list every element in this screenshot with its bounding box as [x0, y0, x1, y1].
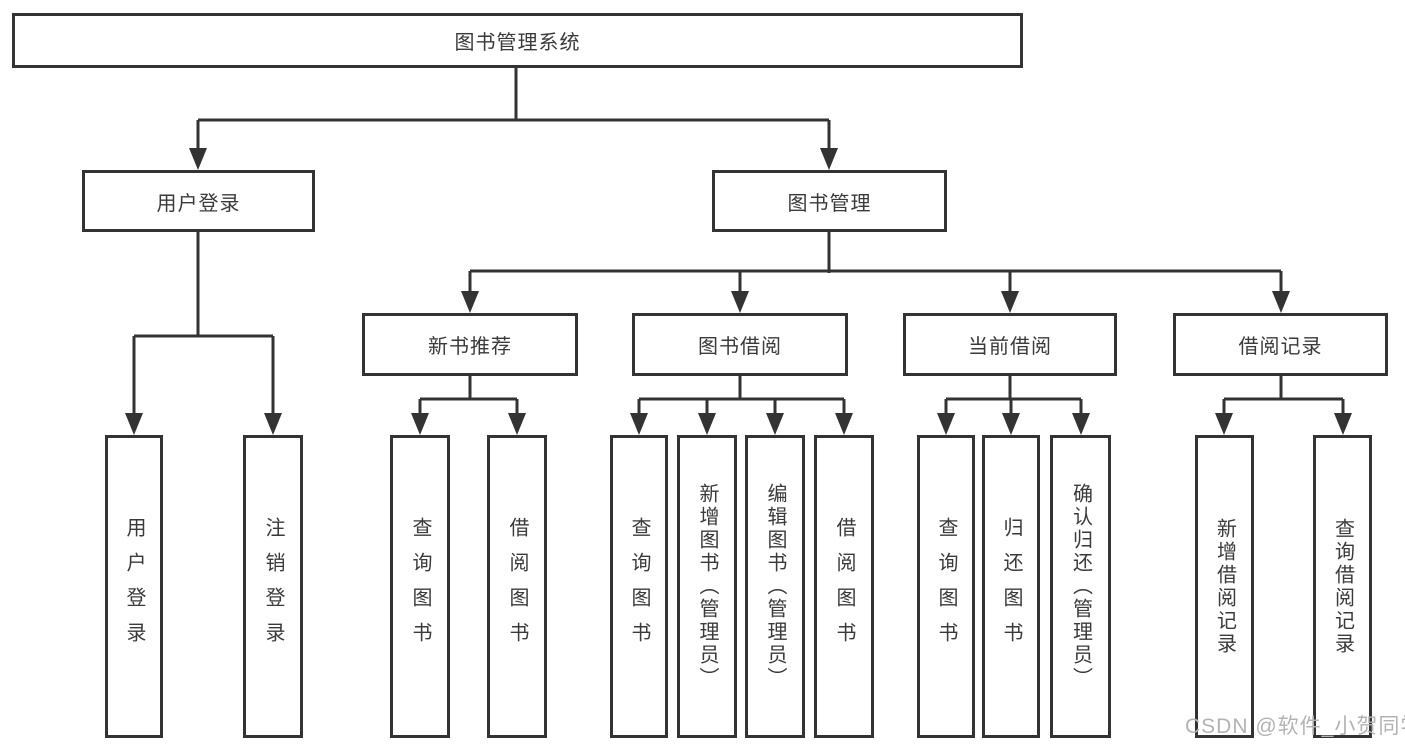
leaf-node: 归还图书	[982, 435, 1040, 738]
arrow-down-icon	[461, 291, 479, 313]
node-current-borrow: 当前借阅	[903, 313, 1117, 376]
arrow-down-icon	[508, 413, 526, 435]
arrow-down-icon	[820, 148, 838, 170]
leaf-node: 查询图书	[610, 435, 668, 738]
arrow-down-icon	[1334, 413, 1352, 435]
node-book-borrow: 图书借阅	[632, 313, 848, 376]
leaf-label: 新增借阅记录	[1213, 517, 1236, 656]
arrow-down-icon	[1002, 413, 1020, 435]
node-label: 图书管理	[787, 192, 872, 215]
arrow-down-icon	[835, 413, 853, 435]
arrow-down-icon	[630, 413, 648, 435]
leaf-node: 借阅图书	[487, 435, 547, 738]
arrow-down-icon	[1072, 413, 1090, 435]
leaf-label: 查询借阅记录	[1331, 517, 1354, 656]
arrow-down-icon	[766, 413, 784, 435]
arrow-down-icon	[411, 413, 429, 435]
leaf-node: 注销登录	[243, 435, 303, 738]
arrowhead-icons	[125, 148, 1352, 435]
leaf-label: 查询图书	[628, 516, 650, 657]
leaf-label: 借阅图书	[833, 516, 855, 657]
node-label: 借阅记录	[1238, 336, 1323, 358]
arrow-down-icon	[698, 413, 716, 435]
leaf-label: 注销登录	[262, 516, 284, 657]
leaf-label: 编辑图书（管理员）	[764, 483, 786, 690]
leaf-label: 归还图书	[1000, 516, 1022, 657]
node-label: 新书推荐	[428, 336, 512, 358]
leaf-node: 编辑图书（管理员）	[745, 435, 805, 738]
leaf-label: 查询图书	[935, 516, 957, 657]
leaf-label: 确认归还（管理员）	[1069, 483, 1092, 690]
leaf-node: 借阅图书	[814, 435, 874, 738]
leaf-node: 新增借阅记录	[1195, 435, 1254, 738]
leaf-label: 借阅图书	[506, 516, 528, 657]
csdn-watermark: CSDN @软件_小贺同学	[1185, 715, 1405, 738]
connector-path	[132, 68, 1345, 416]
node-new-book-recommend: 新书推荐	[362, 313, 578, 376]
leaf-node: 新增图书（管理员）	[677, 435, 737, 738]
node-user-login: 用户登录	[82, 170, 315, 232]
arrow-down-icon	[1001, 291, 1019, 313]
leaf-label: 查询图书	[409, 516, 431, 657]
leaf-node: 确认归还（管理员）	[1050, 435, 1111, 738]
leaf-node: 查询图书	[917, 435, 975, 738]
node-book-management: 图书管理	[712, 170, 947, 232]
node-label: 当前借阅	[968, 336, 1052, 358]
arrow-down-icon	[937, 413, 955, 435]
leaf-label: 用户登录	[123, 516, 145, 657]
arrow-down-icon	[189, 148, 207, 170]
node-label: 图书管理系统	[454, 32, 581, 54]
arrow-down-icon	[731, 291, 749, 313]
arrow-down-icon	[1215, 413, 1233, 435]
arrow-down-icon	[1272, 291, 1290, 313]
node-root-system: 图书管理系统	[12, 13, 1023, 68]
node-label: 用户登录	[156, 192, 241, 215]
arrow-down-icon	[125, 413, 143, 435]
node-label: 图书借阅	[698, 336, 782, 358]
leaf-node: 用户登录	[105, 435, 163, 738]
arrow-down-icon	[264, 413, 282, 435]
leaf-node: 查询图书	[390, 435, 450, 738]
leaf-node: 查询借阅记录	[1313, 435, 1372, 738]
leaf-label: 新增图书（管理员）	[696, 483, 718, 690]
node-borrow-records: 借阅记录	[1173, 313, 1388, 376]
